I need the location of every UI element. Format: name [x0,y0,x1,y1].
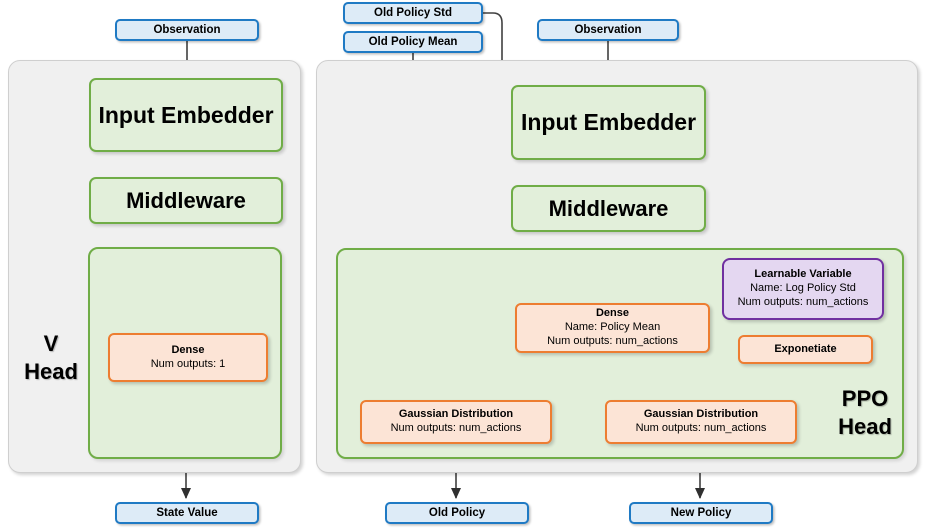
gaussian-distribution-new-block[interactable]: Gaussian Distribution Num outputs: num_a… [605,400,797,444]
learnable-variable-outputs: Num outputs: num_actions [737,295,869,308]
ppo-head-label-line1: PPO [841,386,889,411]
exponetiate-block[interactable]: Exponetiate [738,335,873,364]
v-dense-title: Dense [171,343,205,356]
input-old-policy-mean[interactable]: Old Policy Mean [343,31,483,53]
learnable-variable-title: Learnable Variable [754,268,852,281]
learnable-variable-name: Name: Log Policy Std [750,282,856,295]
ppo-middleware-label: Middleware [548,195,669,221]
exponetiate-title: Exponetiate [774,342,837,355]
input-old-policy-std-label: Old Policy Std [374,6,452,19]
v-dense-block[interactable]: Dense Num outputs: 1 [108,333,268,382]
ppo-head-label: PPO Head [820,385,910,440]
input-observation-v[interactable]: Observation [115,19,259,41]
gaussian-old-outputs: Num outputs: num_actions [390,422,522,434]
v-dense-outputs: Num outputs: 1 [150,357,226,370]
input-observation-v-label: Observation [153,23,221,36]
output-state-value-label: State Value [156,506,218,519]
ppo-head-label-line2: Head [838,413,892,439]
output-new-policy[interactable]: New Policy [629,502,773,524]
gaussian-new-title: Gaussian Distribution [643,408,759,421]
v-head-label: V Head [14,330,88,385]
ppo-dense-policy-mean-block[interactable]: Dense Name: Policy Mean Num outputs: num… [515,303,710,353]
gaussian-new-outputs: Num outputs: num_actions [635,422,767,434]
input-old-policy-mean-label: Old Policy Mean [368,35,458,48]
ppo-dense-outputs: Num outputs: num_actions [547,334,678,347]
v-middleware-block[interactable]: Middleware [89,177,283,224]
ppo-dense-name: Name: Policy Mean [564,321,661,334]
learnable-variable-block[interactable]: Learnable Variable Name: Log Policy Std … [722,258,884,320]
ppo-middleware-block[interactable]: Middleware [511,185,706,232]
gaussian-distribution-old-block[interactable]: Gaussian Distribution Num outputs: num_a… [360,400,552,444]
ppo-dense-title: Dense [595,307,630,320]
ppo-input-embedder-label: Input Embedder [520,109,697,136]
input-old-policy-std[interactable]: Old Policy Std [343,2,483,24]
input-observation-ppo-label: Observation [574,23,642,36]
output-old-policy-label: Old Policy [428,506,486,519]
v-input-embedder-label: Input Embedder [98,101,274,128]
v-head-label-line1: V [43,331,59,356]
output-old-policy[interactable]: Old Policy [385,502,529,524]
v-head-label-line2: Head [24,358,78,384]
v-input-embedder-block[interactable]: Input Embedder [89,78,283,152]
gaussian-old-title: Gaussian Distribution [398,408,514,421]
output-state-value[interactable]: State Value [115,502,259,524]
input-observation-ppo[interactable]: Observation [537,19,679,41]
output-new-policy-label: New Policy [670,506,732,519]
v-middleware-label: Middleware [126,187,246,213]
ppo-input-embedder-block[interactable]: Input Embedder [511,85,706,160]
